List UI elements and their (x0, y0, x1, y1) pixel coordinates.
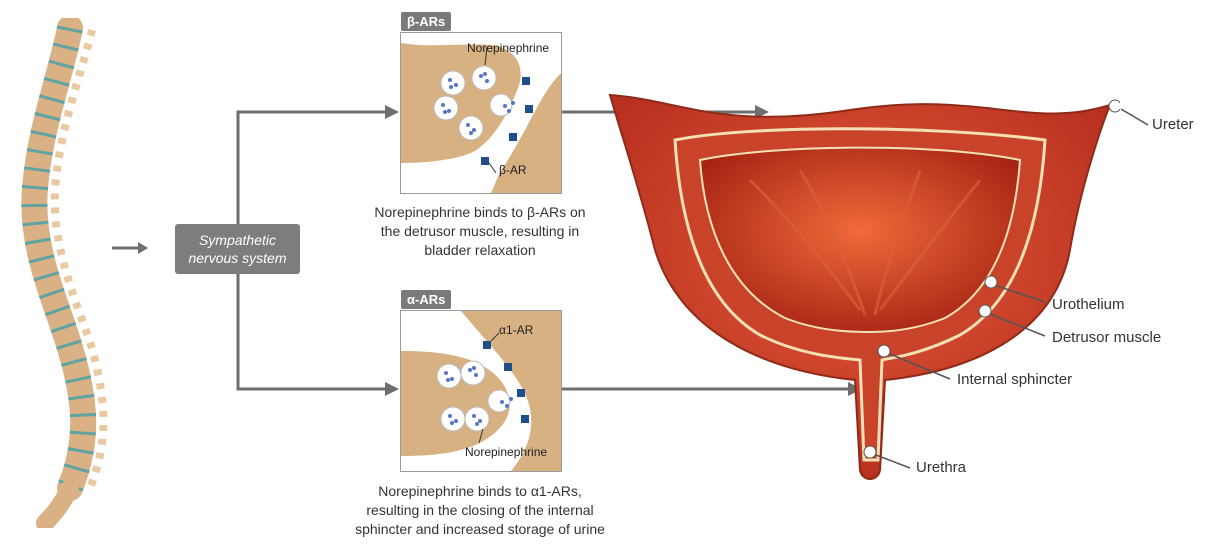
ureter-label: Ureter (1152, 116, 1194, 133)
internal-sphincter-label: Internal sphincter (957, 371, 1072, 388)
urethra-label: Urethra (916, 459, 966, 476)
detrusor-muscle-label: Detrusor muscle (1052, 329, 1161, 346)
urothelium-label: Urothelium (1052, 296, 1125, 313)
